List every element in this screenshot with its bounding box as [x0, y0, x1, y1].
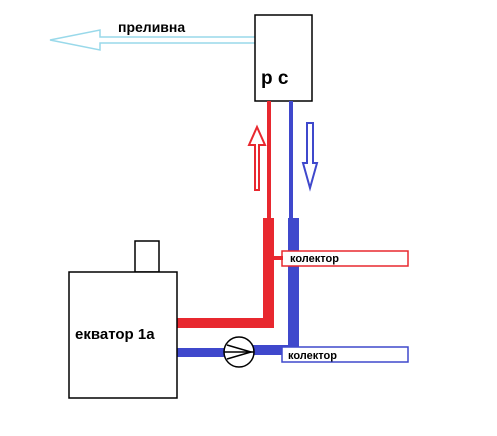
collector-return	[281, 346, 409, 363]
overflow-label: преливна	[118, 19, 185, 35]
boiler-label: екватор 1а	[75, 326, 155, 343]
collector-return-label: колектор	[288, 350, 337, 362]
boiler-flue	[134, 240, 160, 273]
expansion-tank-label: р с	[261, 68, 289, 89]
pump-icon	[223, 336, 255, 368]
overflow-arrow-icon	[49, 29, 257, 51]
return-pipe	[176, 101, 299, 357]
boiler	[68, 271, 178, 399]
collector-supply-label: колектор	[290, 253, 339, 265]
flow-up-arrow-icon	[247, 124, 267, 191]
flow-down-arrow-icon	[301, 122, 319, 192]
expansion-tank	[254, 14, 313, 102]
supply-pipe	[176, 101, 274, 328]
